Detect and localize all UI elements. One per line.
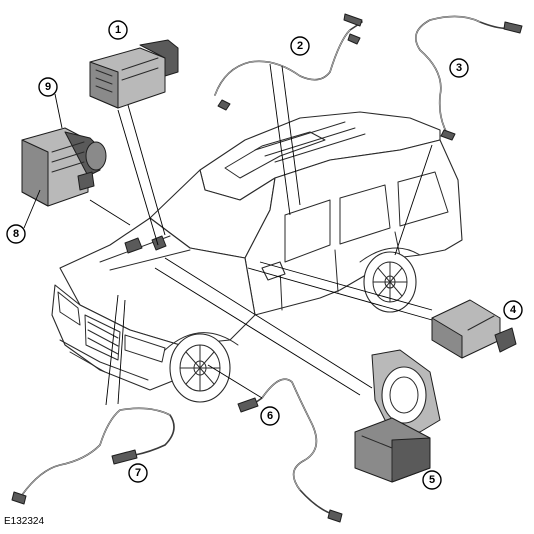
vehicle-illustration (51, 111, 463, 403)
callout-8-label: 8 (13, 228, 19, 240)
callout-9-label: 9 (45, 81, 51, 93)
callout-8: 8 (6, 224, 26, 244)
callout-7-label: 7 (135, 467, 141, 479)
leader-lines (89, 63, 433, 406)
part-1-control-module (89, 39, 179, 109)
callout-6: 6 (260, 406, 280, 426)
callout-2-label: 2 (297, 40, 303, 52)
callout-1-label: 1 (115, 24, 121, 36)
callout-5: 5 (422, 470, 442, 490)
callout-4: 4 (503, 300, 523, 320)
callout-1: 1 (108, 20, 128, 40)
part-2-sensor-harness (214, 13, 363, 111)
figure-reference-code: E132324 (4, 516, 45, 527)
part-5-steering-angle-sensor (354, 349, 441, 483)
callout-3-label: 3 (456, 62, 462, 74)
part-7-sensor-harness (11, 407, 175, 505)
part-3-sensor-harness (414, 15, 523, 141)
callout-7: 7 (128, 463, 148, 483)
part-4-control-module (431, 299, 517, 359)
part-6-sensor-harness (237, 378, 343, 523)
callout-5-label: 5 (429, 474, 435, 486)
callout-2: 2 (290, 36, 310, 56)
callout-4-label: 4 (510, 304, 517, 316)
callout-6-label: 6 (267, 410, 273, 422)
callout-3: 3 (449, 58, 469, 78)
part-8-9-abs-modulator (21, 127, 107, 207)
callout-9: 9 (38, 77, 58, 97)
